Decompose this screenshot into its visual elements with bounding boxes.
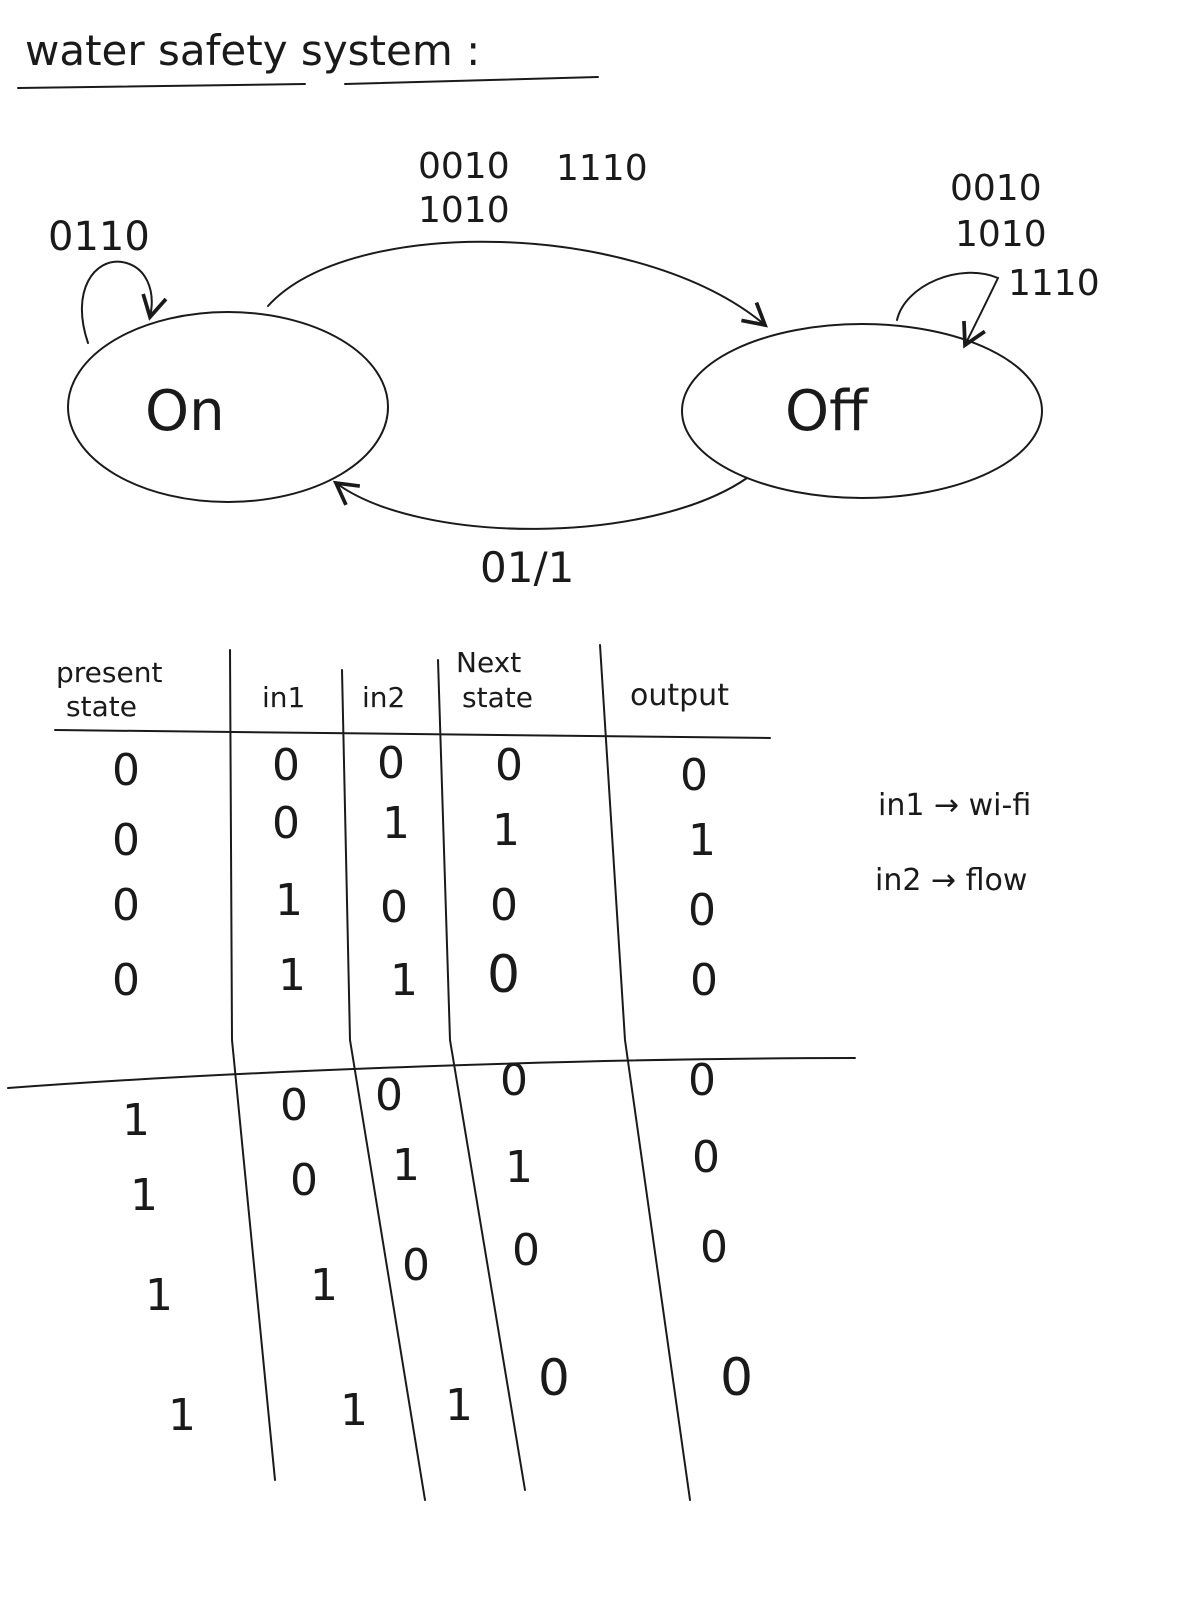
cell-r3-c4: 0	[490, 880, 518, 931]
table-header-underline	[54, 729, 771, 739]
off-self-loop-arrow	[896, 271, 1000, 349]
cell-r6-c3: 1	[392, 1140, 420, 1191]
on-to-off-arrow	[267, 240, 768, 328]
cell-r5-c3: 0	[375, 1070, 403, 1121]
cell-r4-c3: 1	[390, 955, 418, 1006]
cell-r2-c2: 0	[272, 798, 300, 849]
header-present: present	[56, 656, 162, 689]
cell-r5-c5: 0	[688, 1055, 716, 1106]
cell-r8-c5: 0	[720, 1348, 753, 1408]
title: water safety system :	[25, 26, 480, 75]
cell-r2-c5: 1	[688, 815, 716, 866]
on-to-off-label-1: 0010	[418, 146, 510, 187]
header-next: Next	[456, 646, 521, 679]
header-in1: in1	[262, 681, 305, 714]
on-to-off-label-3: 1110	[556, 148, 648, 189]
cell-r7-c5: 0	[700, 1222, 728, 1273]
cell-r2-c3: 1	[382, 798, 410, 849]
table-col-line-4	[599, 644, 691, 1501]
on-self-loop-arrow	[80, 260, 168, 344]
header-state: state	[66, 690, 137, 723]
cell-r8-c4: 0	[538, 1349, 570, 1407]
cell-r2-c1: 0	[112, 815, 140, 866]
on-to-off-label-2: 1010	[418, 190, 510, 231]
cell-r1-c5: 0	[680, 750, 708, 801]
cell-r3-c3: 0	[380, 882, 408, 933]
off-self-loop-label-1: 0010	[950, 168, 1042, 209]
state-off-label: Off	[785, 379, 869, 444]
cell-r7-c4: 0	[512, 1225, 540, 1276]
cell-r1-c1: 0	[112, 745, 140, 796]
cell-r4-c2: 1	[278, 950, 306, 1001]
cell-r6-c1: 1	[130, 1170, 158, 1221]
legend-in2: in2 → flow	[875, 863, 1027, 898]
cell-r2-c4: 1	[492, 805, 520, 856]
title-underline-1	[17, 83, 306, 89]
cell-r1-c3: 0	[377, 738, 405, 789]
state-off-circle	[681, 323, 1043, 499]
cell-r7-c2: 1	[310, 1260, 338, 1311]
cell-r8-c3: 1	[445, 1380, 473, 1431]
off-self-loop-label-2: 1010	[955, 214, 1047, 255]
table-col-line-3	[437, 659, 526, 1491]
cell-r3-c1: 0	[112, 880, 140, 931]
off-to-on-arrow	[332, 477, 748, 530]
cell-r8-c1: 1	[168, 1390, 196, 1441]
header-next-state: state	[462, 681, 533, 714]
cell-r4-c1: 0	[112, 955, 140, 1006]
cell-r3-c5: 0	[688, 885, 716, 936]
cell-r5-c2: 0	[280, 1080, 308, 1131]
cell-r4-c5: 0	[690, 955, 718, 1006]
table-group-divider	[7, 1057, 856, 1089]
on-self-loop-label: 0110	[48, 214, 150, 260]
cell-r6-c5: 0	[692, 1132, 720, 1183]
cell-r6-c4: 1	[505, 1142, 533, 1193]
off-to-on-label: 01/1	[480, 543, 574, 592]
cell-r1-c2: 0	[272, 740, 300, 791]
cell-r7-c1: 1	[145, 1270, 173, 1321]
off-self-loop-label-3: 1110	[1008, 263, 1100, 304]
cell-r1-c4: 0	[495, 740, 523, 791]
state-on-circle	[67, 311, 389, 503]
state-on-label: On	[145, 379, 225, 444]
title-underline-2	[344, 76, 599, 85]
legend-in1: in1 → wi-fi	[878, 788, 1031, 823]
cell-r5-c1: 1	[122, 1095, 150, 1146]
table-col-line-1	[229, 649, 276, 1481]
cell-r8-c2: 1	[340, 1385, 368, 1436]
table-col-line-2	[341, 669, 426, 1501]
cell-r4-c4: 0	[487, 945, 520, 1005]
cell-r3-c2: 1	[275, 875, 303, 926]
header-output: output	[630, 678, 729, 713]
header-in2: in2	[362, 681, 405, 714]
cell-r6-c2: 0	[290, 1155, 318, 1206]
cell-r5-c4: 0	[500, 1055, 528, 1106]
cell-r7-c3: 0	[402, 1240, 430, 1291]
